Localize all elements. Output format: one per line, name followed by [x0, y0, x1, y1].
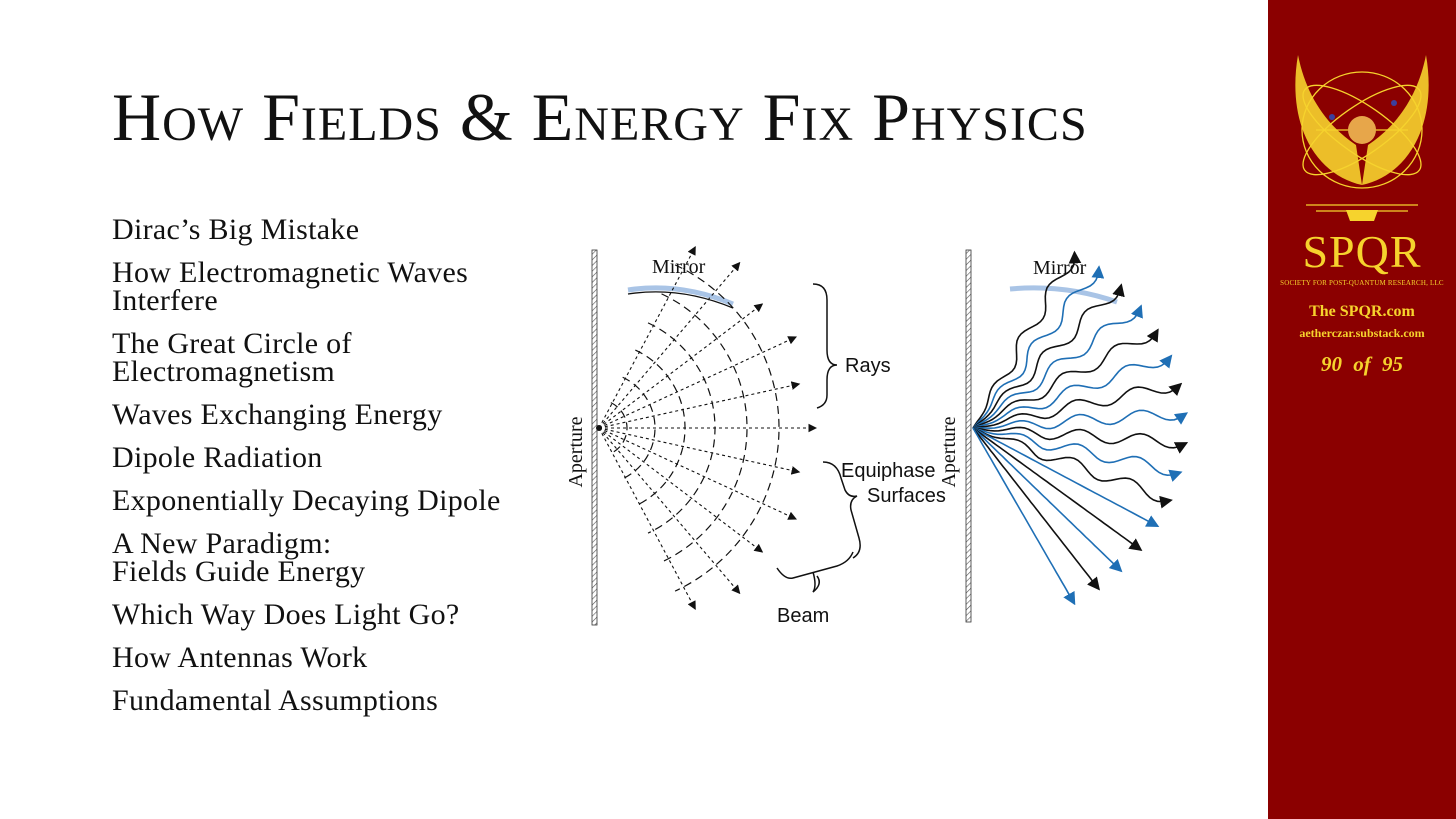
- wave-fan: [972, 250, 1189, 606]
- toc-item[interactable]: How Electromagnetic Waves Interfere: [112, 256, 469, 317]
- beam-brace: [776, 551, 854, 593]
- wavefront-arc: [610, 402, 628, 454]
- black-wave-ray: [972, 427, 1101, 591]
- slide: How Fields & Energy Fix Physics Dirac’s …: [112, 79, 1189, 730]
- ray-line: [598, 303, 764, 429]
- rays-brace: [812, 283, 838, 409]
- black-wave-ray: [972, 283, 1125, 429]
- blue-wave-ray: [972, 427, 1183, 482]
- blue-wave-ray: [972, 427, 1123, 573]
- table-of-contents: Dirac’s Big Mistake How Electromagnetic …: [112, 213, 572, 730]
- brand-name: SPQR: [1302, 226, 1422, 277]
- mirror-line: [627, 291, 734, 309]
- toc-item[interactable]: Waves Exchanging Energy: [112, 398, 443, 431]
- ray-line: [598, 427, 764, 553]
- equiphase-brace: [822, 461, 861, 559]
- site-link[interactable]: The SPQR.com: [1309, 303, 1415, 320]
- aperture-label: Aperture: [938, 416, 960, 487]
- mirror: [1009, 285, 1118, 305]
- brand-subtitle: SOCIETY FOR POST-QUANTUM RESEARCH, LLC: [1280, 279, 1444, 287]
- aperture-wall: [965, 249, 972, 623]
- toc-item[interactable]: The Great Circle of Electromagnetism: [112, 327, 352, 388]
- beam-label: Beam: [777, 605, 829, 627]
- black-wave-ray: [972, 426, 1189, 454]
- wavefront-arc: [622, 376, 656, 480]
- substack-link[interactable]: aetherczar.substack.com: [1299, 326, 1425, 340]
- toc-item[interactable]: Which Way Does Light Go?: [112, 598, 460, 631]
- black-wave-ray: [972, 250, 1082, 429]
- ray-line: [598, 246, 696, 429]
- wavefront-arc: [647, 322, 716, 534]
- mirror: [627, 285, 734, 307]
- black-wave-ray: [972, 382, 1183, 429]
- black-wave-ray: [972, 427, 1143, 552]
- toc-item[interactable]: Exponentially Decaying Dipole: [112, 484, 501, 517]
- aperture-wall: [591, 249, 598, 626]
- equiphase-label-2: Surfaces: [867, 485, 946, 507]
- ray-line: [598, 427, 741, 595]
- blue-wave-ray: [972, 304, 1143, 429]
- toc-item[interactable]: Dipole Radiation: [112, 441, 323, 474]
- blue-wave-ray: [972, 427, 1160, 528]
- black-wave-ray: [972, 427, 1173, 509]
- sidebar: SPQR SOCIETY FOR POST-QUANTUM RESEARCH, …: [1268, 0, 1456, 819]
- aperture-label: Aperture: [565, 416, 587, 487]
- equiphase-surfaces: [610, 264, 780, 592]
- mirror-label: Mirror: [1033, 257, 1087, 279]
- ray-line: [598, 427, 696, 610]
- rays-label: Rays: [845, 355, 891, 377]
- page-counter: 90 of 95: [1321, 352, 1403, 376]
- ray-line: [598, 381, 801, 429]
- toc-item[interactable]: Dirac’s Big Mistake: [112, 213, 360, 246]
- ray-line: [598, 427, 797, 520]
- ray-line: [598, 336, 797, 429]
- blue-wave-ray: [972, 354, 1173, 429]
- ray-line: [598, 427, 801, 475]
- ray-line: [598, 261, 741, 429]
- ray-fan: [598, 246, 818, 610]
- wavefront-arc: [635, 349, 686, 507]
- toc-item[interactable]: How Antennas Work: [112, 641, 368, 674]
- blue-wave-ray: [972, 427, 1076, 606]
- beam-diagram: Aperture Mirror Rays Equiphase Surfaces …: [565, 246, 1189, 627]
- black-wave-ray: [972, 328, 1159, 429]
- toc-item[interactable]: A New Paradigm: Fields Guide Energy: [112, 527, 366, 588]
- slide-title: How Fields & Energy Fix Physics: [112, 79, 1088, 155]
- toc-item[interactable]: Fundamental Assumptions: [112, 684, 439, 717]
- blue-wave-ray: [972, 265, 1105, 429]
- wavefront-arc: [661, 293, 748, 563]
- right-diagram: Aperture Mirror: [938, 249, 1189, 623]
- left-diagram: Aperture Mirror Rays Equiphase Surfaces …: [565, 246, 946, 627]
- blue-wave-ray: [972, 409, 1189, 430]
- spqr-eagle-logo-icon: [1295, 55, 1429, 221]
- equiphase-label-1: Equiphase: [841, 460, 936, 482]
